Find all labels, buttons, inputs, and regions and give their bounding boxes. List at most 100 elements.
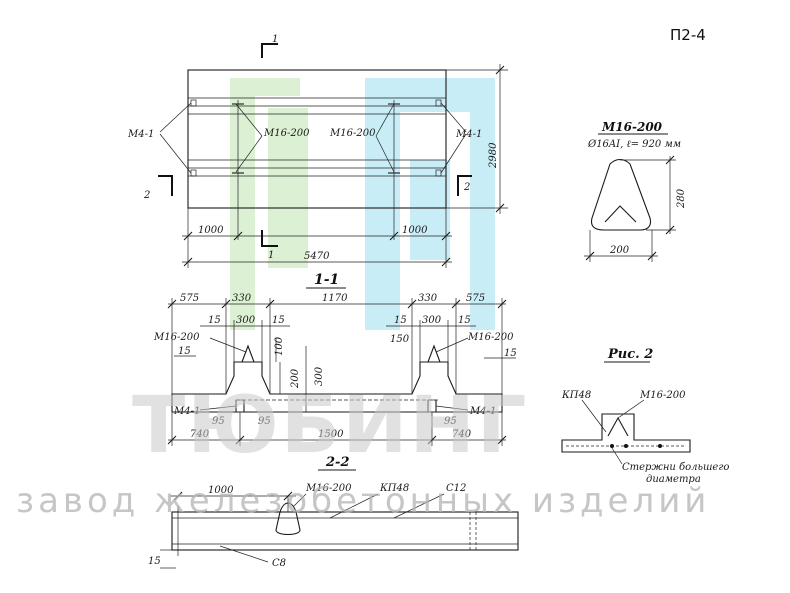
leader <box>440 102 467 133</box>
section1-dim-top: 575 <box>466 293 485 304</box>
detail-dim-width: 200 <box>609 245 630 256</box>
section1-loop-label-left: M4-1 <box>173 406 200 417</box>
watermark-brand: ТЮБИНГ <box>132 381 528 471</box>
section2-mesh-label: M16-200 <box>305 483 352 494</box>
plan-dim-right: 1000 <box>402 225 428 236</box>
leader <box>199 405 237 411</box>
section1-dim-top: 575 <box>180 293 199 304</box>
section1-profile <box>171 361 503 413</box>
section1-dim-sub: 300 <box>422 315 442 326</box>
section-mark-left-label: 2 <box>143 190 150 201</box>
section1-dim-sub: 15 <box>208 315 221 326</box>
dim-tick <box>183 257 193 267</box>
plan-dim-height: 2980 <box>488 142 499 169</box>
section-mark-top <box>261 43 278 58</box>
section1-mesh-right <box>427 344 441 363</box>
section1-dim-sub: 300 <box>236 315 256 326</box>
section-1-1: 1-1 575 330 1170 330 575 <box>153 272 517 446</box>
leader <box>219 545 269 563</box>
logo-green-block <box>268 108 308 268</box>
dim-tick <box>665 155 675 165</box>
section1-dim-sub: 15 <box>394 315 407 326</box>
leader <box>581 399 607 433</box>
section2-c8-label: C8 <box>272 558 286 569</box>
section1-dim-300: 300 <box>314 366 325 386</box>
logo-green-shape <box>230 78 300 330</box>
dim-tick <box>441 231 451 241</box>
dim-tick <box>441 257 451 267</box>
leader <box>611 447 623 465</box>
section1-dim-top: 330 <box>418 293 438 304</box>
dim-tick <box>233 231 243 241</box>
logo-watermark <box>230 78 495 330</box>
figure2-label-kp: КП48 <box>561 390 591 401</box>
leader <box>209 337 247 353</box>
section1-dim-15-left: 15 <box>178 346 191 357</box>
figure2-label-bars-2: диаметра <box>646 474 701 485</box>
leader <box>293 493 307 507</box>
dim-tick <box>495 203 505 213</box>
leader <box>435 337 469 353</box>
dim-tick <box>389 231 399 241</box>
section-2-2: 2-2 1000 M16-200 КП48 C12 C8 15 <box>148 455 519 569</box>
section1-dim-bottom: 740 <box>452 429 472 440</box>
section2-dim-1000: 1000 <box>208 485 234 496</box>
figure2-title: Рис. 2 <box>607 347 653 362</box>
dim-tick <box>173 491 183 501</box>
leader <box>375 135 395 173</box>
plan-outline <box>187 69 447 209</box>
section1-dim-top: 330 <box>232 293 252 304</box>
logo-cyan-block <box>410 160 450 260</box>
section1-mesh-label-right: M16-200 <box>467 332 514 343</box>
dim-tick <box>665 225 675 235</box>
dim-tick <box>647 251 657 261</box>
section1-dim-95: 95 <box>444 416 457 427</box>
section1-dim-sub: 15 <box>458 315 471 326</box>
figure2-bar <box>624 444 628 448</box>
leader <box>393 493 445 519</box>
plan-mesh-label-right: M16-200 <box>329 128 376 139</box>
leader <box>617 399 645 419</box>
figure2-bar <box>658 444 662 448</box>
figure2-label-mesh: M16-200 <box>639 390 686 401</box>
section-mark-right-label: 2 <box>463 182 470 193</box>
section-mark-top-label: 1 <box>272 34 278 45</box>
detail-title: M16-200 <box>601 120 663 134</box>
section2-dim-15: 15 <box>148 556 161 567</box>
figure-2: Рис. 2 КП48 M16-200 Стержни большего диа… <box>561 347 729 485</box>
section1-dim-150: 150 <box>390 334 410 345</box>
detail-triangle-bar <box>590 158 652 231</box>
leader <box>440 133 467 174</box>
logo-cyan-shape <box>365 78 495 330</box>
figure2-profile <box>561 413 691 453</box>
figure2-mesh <box>607 416 629 437</box>
leader <box>159 133 192 174</box>
watermark-subtitle: завод железобетонных изделий <box>16 481 710 521</box>
section1-dim-95: 95 <box>212 416 225 427</box>
section1-dim-top: 1170 <box>322 293 348 304</box>
leader <box>235 135 263 173</box>
detail-dim-height: 280 <box>676 188 687 209</box>
plan-dim-total: 5470 <box>304 251 330 262</box>
section1-dim-bottom: 740 <box>190 429 210 440</box>
section1-dim-bottom: 1500 <box>318 429 344 440</box>
section1-mesh-label-left: M16-200 <box>153 332 200 343</box>
section-mark-left <box>158 175 173 196</box>
leader <box>375 103 395 137</box>
leader <box>329 493 379 519</box>
sheet-code: П2-4 <box>670 26 706 44</box>
section2-outline <box>171 511 519 551</box>
section-mark-bottom <box>261 230 278 247</box>
plan-view: 1 1 2 2 M4-1 M4-1 M16-200 M16-200 2980 <box>127 34 508 268</box>
plan-loop-label-left: M4-1 <box>127 129 154 140</box>
detail-subtitle: Ø16AI, ℓ= 920 мм <box>587 139 681 150</box>
plan-loop <box>190 169 197 177</box>
section1-dim-95: 95 <box>258 416 271 427</box>
dim-tick <box>283 491 293 501</box>
section2-title: 2-2 <box>325 455 350 470</box>
figure2-label-bars: Стержни большего <box>622 462 729 473</box>
section1-mesh-left <box>241 344 255 363</box>
section1-loop-label-right: M4-1 <box>469 406 496 417</box>
section2-c12-label: C12 <box>446 483 466 494</box>
